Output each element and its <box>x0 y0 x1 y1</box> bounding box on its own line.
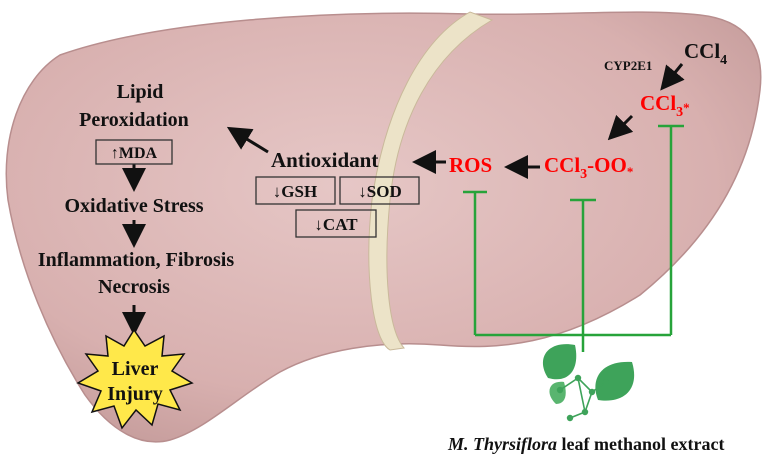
extract-caption: M. Thyrsiflora leaf methanol extract <box>447 434 724 454</box>
antioxidant-label: Antioxidant <box>271 148 378 172</box>
sod-box <box>339 176 420 205</box>
inhibition-lines <box>463 124 684 352</box>
gsh-label: ↓GSH <box>273 182 317 201</box>
ros-label: ROS <box>449 153 492 177</box>
mda-label: ↑MDA <box>111 145 158 162</box>
sod-label: ↓SOD <box>358 182 401 201</box>
liver-injury-label-2: Injury <box>107 383 163 405</box>
leaf-molecule-icon <box>542 344 635 422</box>
liver-injury-label-1: Liver <box>112 358 159 380</box>
cyp2e1-label: CYP2E1 <box>604 58 652 73</box>
lipid-label: Lipid <box>117 81 164 103</box>
necrosis-label: Necrosis <box>98 276 170 298</box>
gsh-box <box>255 176 336 205</box>
ccl4-label: CCl4 <box>684 39 727 68</box>
oxidative-stress-label: Oxidative Stress <box>64 195 203 217</box>
arrow-ccl4-to-ccl3 <box>660 63 685 91</box>
arrow-antioxidant-to-lipid <box>226 126 269 154</box>
peroxidation-label: Peroxidation <box>79 109 189 131</box>
cat-label: ↓CAT <box>314 215 358 234</box>
cat-box <box>295 209 377 238</box>
mda-box <box>95 139 173 165</box>
arrow-ccl3-to-cclo <box>607 114 634 141</box>
ccl3-radical-label: CCl3* <box>640 91 690 120</box>
ccl3-oo-radical-label: CCl3-OO* <box>544 153 633 182</box>
ligament-band <box>368 11 494 351</box>
injury-burst <box>76 328 194 430</box>
inflammation-fibrosis-label: Inflammation, Fibrosis <box>38 249 235 271</box>
